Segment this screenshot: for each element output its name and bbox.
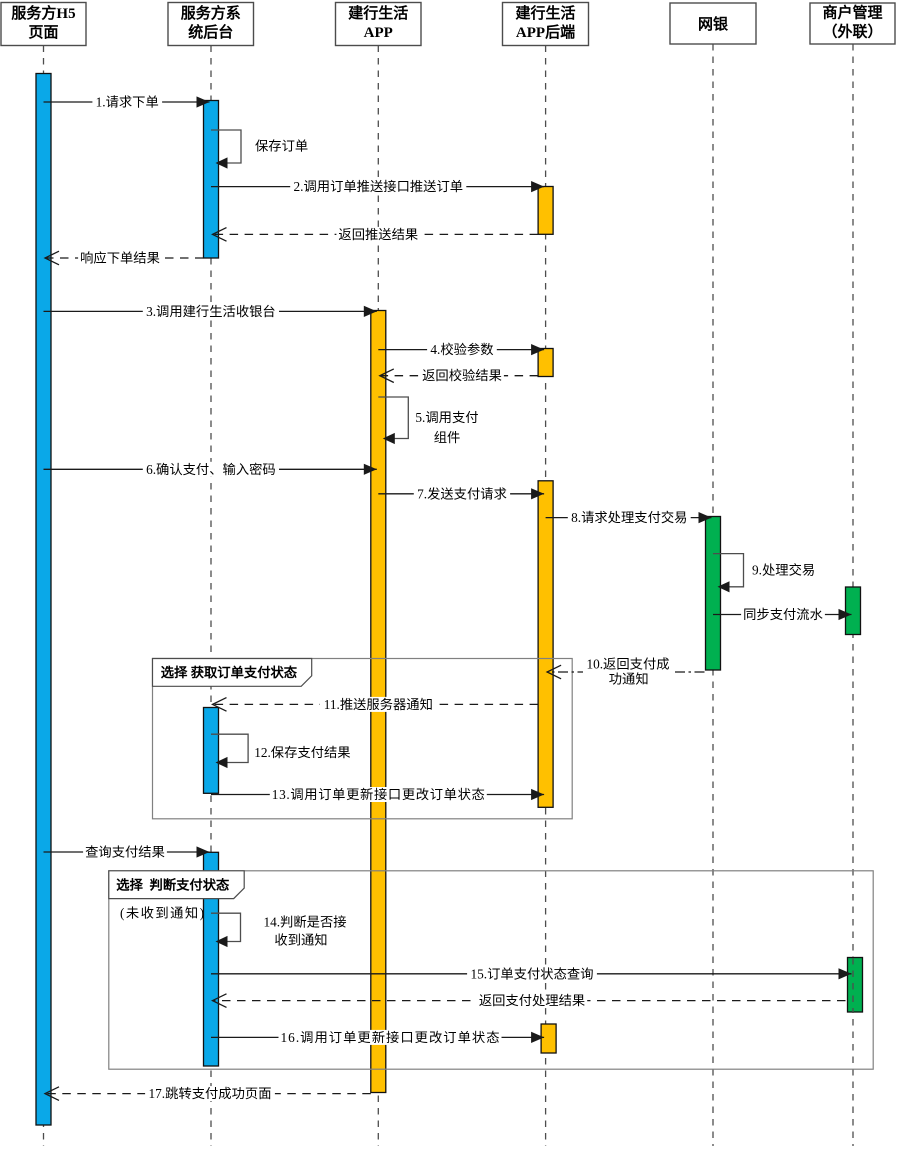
svg-text:2.调用订单推送接口推送订单: 2.调用订单推送接口推送订单 xyxy=(294,178,464,194)
svg-text:14.判断是否接: 14.判断是否接 xyxy=(263,914,346,930)
svg-text:返回推送结果: 返回推送结果 xyxy=(338,227,418,242)
svg-text:4.校验参数: 4.校验参数 xyxy=(430,341,493,357)
svg-text:同步支付流水: 同步支付流水 xyxy=(743,607,823,622)
svg-text:8.请求处理支付交易: 8.请求处理支付交易 xyxy=(571,509,687,525)
svg-text:3.调用建行生活收银台: 3.调用建行生活收银台 xyxy=(146,304,276,319)
svg-text:APP后端: APP后端 xyxy=(516,23,575,41)
svg-text:16.调用订单更新接口更改订单状态: 16.调用订单更新接口更改订单状态 xyxy=(281,1029,500,1045)
svg-text:响应下单结果: 响应下单结果 xyxy=(80,251,160,266)
svg-text:网银: 网银 xyxy=(698,15,729,33)
svg-text:商户管理: 商户管理 xyxy=(822,3,882,21)
svg-text:(未收到通知): (未收到通知) xyxy=(120,905,204,921)
svg-text:返回校验结果: 返回校验结果 xyxy=(422,367,502,383)
svg-text:（外联）: （外联） xyxy=(822,23,882,41)
svg-text:13.调用订单更新接口更改订单状态: 13.调用订单更新接口更改订单状态 xyxy=(272,786,485,802)
svg-text:9.处理交易: 9.处理交易 xyxy=(752,562,815,578)
svg-text:服务方系: 服务方系 xyxy=(181,4,241,22)
svg-text:保存订单: 保存订单 xyxy=(255,139,308,154)
svg-text:服务方H5: 服务方H5 xyxy=(11,4,75,22)
svg-text:7.发送支付请求: 7.发送支付请求 xyxy=(417,486,507,501)
svg-text:选择 判断支付状态: 选择 判断支付状态 xyxy=(116,876,230,892)
svg-text:15.订单支付状态查询: 15.订单支付状态查询 xyxy=(471,966,594,981)
svg-text:5.调用支付: 5.调用支付 xyxy=(415,410,478,425)
svg-text:1.请求下单: 1.请求下单 xyxy=(96,95,159,110)
svg-text:功通知: 功通知 xyxy=(609,671,649,687)
svg-text:页面: 页面 xyxy=(28,24,58,41)
svg-text:组件: 组件 xyxy=(434,430,461,445)
svg-text:返回支付处理结果: 返回支付处理结果 xyxy=(479,993,585,1008)
svg-text:收到通知: 收到通知 xyxy=(274,932,327,948)
svg-text:APP: APP xyxy=(364,25,393,41)
svg-text:建行生活: 建行生活 xyxy=(348,4,408,22)
svg-text:选择 获取订单支付状态: 选择 获取订单支付状态 xyxy=(161,664,298,680)
svg-text:查询支付结果: 查询支付结果 xyxy=(85,845,165,860)
svg-text:6.确认支付、输入密码: 6.确认支付、输入密码 xyxy=(146,461,276,477)
svg-text:统后台: 统后台 xyxy=(188,23,233,41)
svg-text:17.跳转支付成功页面: 17.跳转支付成功页面 xyxy=(149,1086,272,1101)
svg-text:11.推送服务器通知: 11.推送服务器通知 xyxy=(324,696,433,712)
svg-text:10.返回支付成: 10.返回支付成 xyxy=(586,656,669,671)
svg-text:12.保存支付结果: 12.保存支付结果 xyxy=(254,745,350,760)
svg-text:建行生活: 建行生活 xyxy=(515,4,575,22)
